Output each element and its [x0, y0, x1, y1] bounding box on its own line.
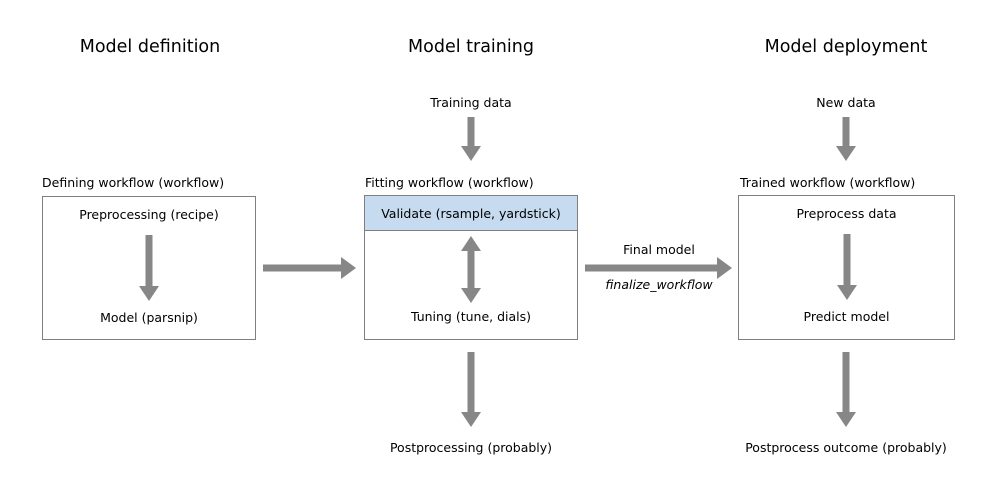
postprocessing-probably-label: Postprocessing (probably) — [389, 440, 553, 455]
tuning-tune-dials-text: Tuning (tune, dials) — [410, 309, 532, 324]
arrow-down-icon — [836, 234, 857, 300]
column-title-model-definition: Model definition — [79, 37, 221, 57]
arrow-right-icon — [263, 257, 356, 279]
arrow-down-icon — [461, 117, 481, 161]
preprocess-data-text: Preprocess data — [796, 206, 897, 221]
fitting-workflow-box: Validate (rsample, yardstick) Tuning (tu… — [364, 195, 578, 340]
column-title-model-deployment: Model deployment — [764, 37, 928, 57]
finalize-workflow-label: finalize_workflow — [605, 277, 713, 292]
trained-workflow-label: Trained workflow (workflow) — [740, 175, 916, 190]
arrow-down-icon — [836, 117, 856, 161]
column-title-model-training: Model training — [408, 37, 534, 57]
arrow-up-down-icon — [461, 236, 481, 303]
model-parsnip-text: Model (parsnip) — [100, 310, 198, 325]
arrow-right-icon — [585, 257, 732, 279]
defining-workflow-box: Preprocessing (recipe) Model (parsnip) — [42, 196, 256, 340]
predict-model-text: Predict model — [803, 309, 890, 324]
final-model-label: Final model — [623, 242, 695, 257]
validate-highlight-strip: Validate (rsample, yardstick) — [365, 196, 577, 231]
arrow-down-icon — [461, 352, 481, 427]
new-data-label: New data — [816, 95, 876, 110]
defining-workflow-label: Defining workflow (workflow) — [42, 175, 225, 190]
preprocessing-recipe-text: Preprocessing (recipe) — [79, 207, 219, 222]
postprocess-outcome-probably-label: Postprocess outcome (probably) — [745, 440, 947, 455]
fitting-workflow-label: Fitting workflow (workflow) — [365, 175, 534, 190]
validate-rsample-yardstick-text: Validate (rsample, yardstick) — [381, 205, 561, 221]
training-data-label: Training data — [430, 95, 512, 110]
arrow-down-icon — [139, 235, 159, 301]
trained-workflow-box: Preprocess data Predict model — [738, 195, 955, 340]
arrow-down-icon — [836, 352, 856, 427]
